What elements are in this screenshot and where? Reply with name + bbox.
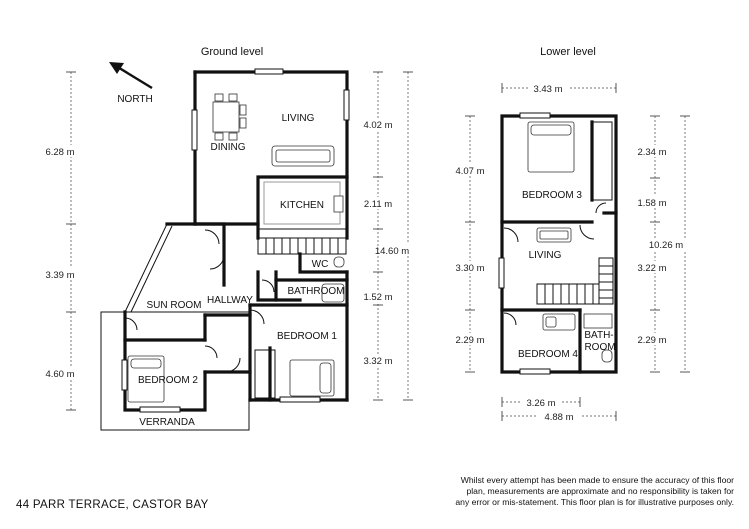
- stairs-lower: [536, 257, 614, 305]
- lower-level-heading: Lower level: [540, 46, 596, 58]
- kitchen-sink-icon: [333, 195, 344, 213]
- dim-lower-left-c: 2.29 m: [455, 335, 484, 346]
- room-label-dining: DINING: [211, 142, 246, 153]
- north-arrow-icon: [109, 62, 153, 90]
- lower-level-plan: [498, 112, 618, 375]
- room-label-bathroom: BATHROOM: [287, 286, 344, 297]
- lower-left-dimension-line: [449, 115, 491, 373]
- dim-ground-right-total: 14.60 m: [375, 246, 409, 257]
- bed-icon: [542, 313, 576, 331]
- room-label-lower-living: LIVING: [529, 250, 562, 261]
- toilet-icon: [601, 349, 613, 363]
- dim-ground-left-top: 6.28 m: [45, 147, 74, 158]
- sofa-icon: [536, 227, 572, 243]
- lower-right-dimension-lines: [634, 115, 692, 373]
- room-label-wc: WC: [312, 259, 329, 270]
- disclaimer-line-1: Whilst every attempt has been made to en…: [461, 475, 734, 485]
- dim-lower-left-a: 4.07 m: [455, 166, 484, 177]
- dim-lower-bottom-b: 4.88 m: [544, 412, 573, 423]
- bed-icon: [527, 121, 575, 173]
- toilet-icon: [333, 256, 345, 268]
- dim-ground-right-c: 1.52 m: [363, 292, 392, 303]
- dim-ground-right-a: 4.02 m: [363, 120, 392, 131]
- dim-ground-left-bottom: 4.60 m: [45, 369, 74, 380]
- room-label-bedroom-4: BEDROOM 4: [518, 349, 578, 360]
- ground-right-dimension-lines: [357, 71, 432, 401]
- disclaimer-line-3: any error or mis-statement. This floor p…: [455, 497, 734, 507]
- north-label: NORTH: [117, 94, 152, 105]
- ground-level-plan: [100, 68, 350, 431]
- dim-lower-right-total: 10.26 m: [649, 240, 683, 251]
- bathtub-icon: [321, 283, 345, 303]
- bed-icon: [289, 359, 335, 397]
- dim-ground-right-b: 2.11 m: [364, 199, 392, 210]
- sofa-icon: [271, 145, 335, 167]
- dim-ground-right-d: 3.32 m: [363, 356, 392, 367]
- room-label-verranda: VERRANDA: [139, 417, 195, 428]
- bed-icon: [127, 355, 165, 403]
- room-label-hallway: HALLWAY: [207, 295, 253, 306]
- property-address: 44 PARR TERRACE, CASTOR BAY: [16, 499, 209, 511]
- dim-lower-top: 3.43 m: [533, 84, 562, 95]
- dining-table-icon: [212, 93, 247, 141]
- dim-lower-right-c: 3.22 m: [637, 263, 666, 274]
- room-label-kitchen: KITCHEN: [280, 200, 324, 211]
- ground-left-dimension-line: [40, 71, 84, 411]
- room-label-bath-line2: ROOM: [584, 342, 615, 353]
- dim-lower-left-b: 3.30 m: [455, 263, 484, 274]
- dim-lower-right-b: 1.58 m: [637, 198, 666, 209]
- room-label-bath-line1: BATH-: [584, 330, 613, 341]
- dim-lower-right-a: 2.34 m: [637, 147, 666, 158]
- room-label-living: LIVING: [282, 113, 315, 124]
- room-label-bedroom-3: BEDROOM 3: [522, 190, 582, 201]
- dim-ground-left-mid: 3.39 m: [45, 270, 74, 281]
- disclaimer-line-2: plan, measurements are approximate and n…: [466, 486, 734, 496]
- lower-top-dimension-line: [501, 82, 617, 94]
- dim-lower-right-d: 2.29 m: [637, 335, 666, 346]
- lower-bottom-dimension-lines: [501, 396, 617, 422]
- room-label-bedroom-2: BEDROOM 2: [138, 375, 198, 386]
- ground-level-heading: Ground level: [201, 46, 263, 58]
- dim-lower-bottom-a: 3.26 m: [526, 398, 555, 409]
- room-label-bedroom-1: BEDROOM 1: [277, 331, 337, 342]
- shower-icon: [583, 313, 613, 329]
- stairs-ground: [257, 237, 347, 255]
- room-label-sun-room: SUN ROOM: [147, 300, 202, 311]
